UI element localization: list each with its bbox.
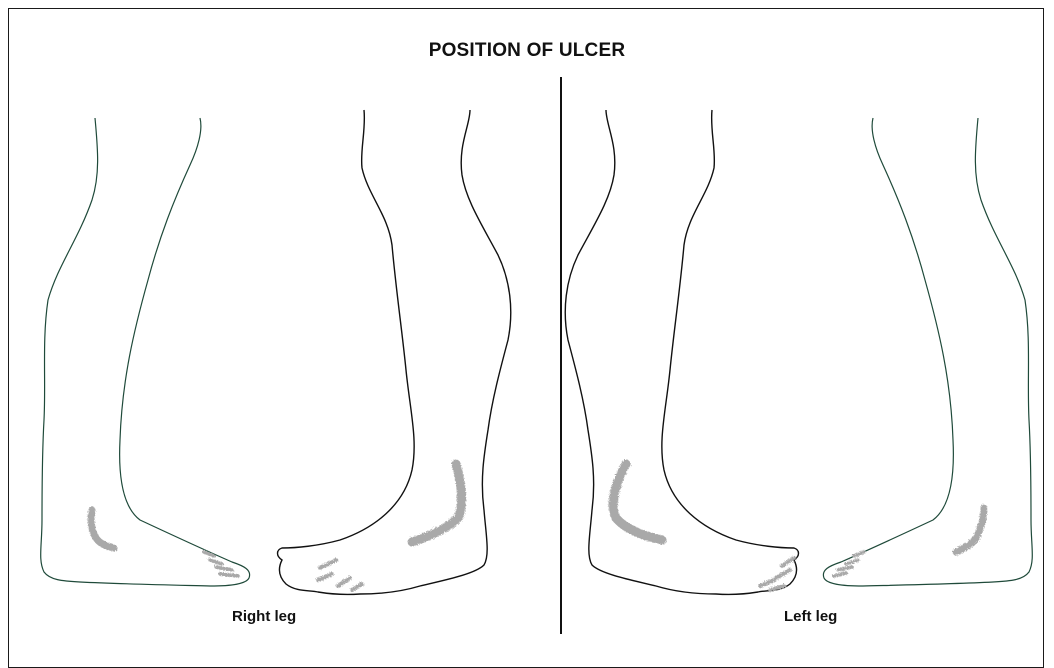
ulcer-mark <box>338 578 350 586</box>
left-leg-medial-outline <box>823 118 1032 586</box>
ulcer-mark <box>770 586 784 590</box>
ulcer-mark <box>760 580 774 586</box>
ulcer-mark <box>216 567 232 570</box>
left-leg-lateral-view <box>565 110 798 594</box>
left-leg-label: Left leg <box>784 608 837 625</box>
ulcer-mark <box>412 464 462 542</box>
ulcer-mark <box>838 567 852 570</box>
ulcer-mark <box>776 570 790 578</box>
ulcer-mark <box>846 560 858 564</box>
ulcer-mark <box>352 584 362 590</box>
right-leg-lateral-view <box>278 110 511 594</box>
ulcer-mark <box>210 560 222 564</box>
ulcer-mark <box>204 552 214 556</box>
ulcer-mark <box>782 558 794 566</box>
left-leg-medial-view <box>823 118 1032 586</box>
ulcer-mark <box>318 574 332 580</box>
right-leg-lateral-outline <box>278 110 511 594</box>
legs-illustration <box>0 0 1054 650</box>
ulcer-mark <box>956 508 984 552</box>
ulcer-mark <box>854 552 864 556</box>
ulcer-mark <box>91 510 114 548</box>
left-leg-medial-ulcers <box>834 508 984 576</box>
left-leg-lateral-ulcers <box>613 464 794 590</box>
left-leg-lateral-outline <box>565 110 798 594</box>
ulcer-mark <box>834 573 846 576</box>
right-leg-medial-view <box>41 118 250 586</box>
right-leg-medial-outline <box>41 118 250 586</box>
right-leg-medial-ulcers <box>91 510 238 576</box>
ulcer-mark <box>220 574 238 576</box>
right-leg-label: Right leg <box>232 608 296 625</box>
ulcer-mark <box>320 560 336 568</box>
ulcer-mark <box>613 464 662 540</box>
right-leg-lateral-ulcers <box>318 464 462 590</box>
